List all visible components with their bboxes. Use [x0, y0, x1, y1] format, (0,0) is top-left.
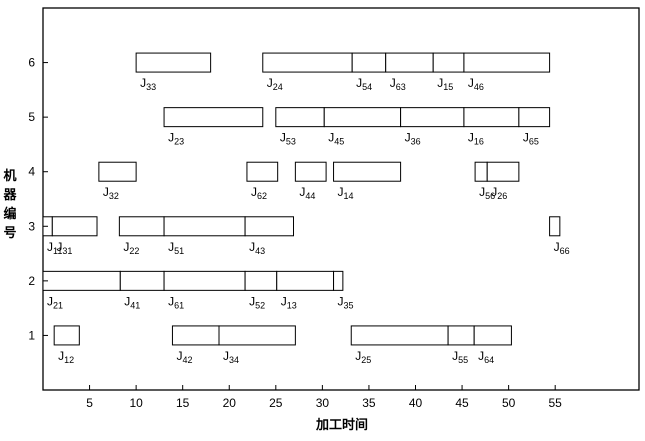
op-label-j64: J64 [478, 349, 494, 365]
op-bar-m3-j43 [244, 216, 295, 237]
op-bar-m4-j56 [474, 161, 488, 182]
op-bar-m6-j24 [262, 52, 353, 73]
op-bar-m6-j63 [385, 52, 434, 73]
op-label-j51: J51 [168, 240, 184, 256]
op-label-j53: J53 [280, 131, 296, 147]
op-label-j36: J36 [405, 131, 421, 147]
op-bar-m4-j14 [333, 161, 402, 182]
op-bar-m6-j15 [432, 52, 465, 73]
op-bar-m3-j22 [118, 216, 165, 237]
y-tick-label: 4 [28, 165, 35, 179]
op-bar-m5-j45 [323, 107, 402, 128]
op-label-j35: J35 [338, 294, 354, 310]
y-tick-label: 6 [28, 56, 35, 70]
op-label-j31: J31 [56, 240, 72, 256]
op-label-j32: J32 [103, 185, 119, 201]
op-label-j43: J43 [249, 240, 265, 256]
y-tick-label: 1 [28, 328, 35, 342]
op-bar-m1-j42 [171, 325, 220, 346]
op-bar-m2-j41 [119, 270, 165, 291]
x-tick-label: 40 [409, 396, 423, 410]
x-tick-label: 25 [269, 396, 283, 410]
op-label-j44: J44 [299, 185, 315, 201]
op-label-j23: J23 [168, 131, 184, 147]
y-tick-label: 2 [28, 274, 35, 288]
op-bar-m4-j62 [246, 161, 279, 182]
x-axis-title: 加工时间 [315, 417, 368, 432]
plot-frame [42, 7, 640, 391]
op-bar-m2-j35 [333, 270, 344, 291]
x-tick-label: 35 [362, 396, 376, 410]
op-label-j41: J41 [124, 294, 140, 310]
op-bar-m6-j33 [135, 52, 212, 73]
op-label-j65: J65 [523, 131, 539, 147]
op-bar-m3-j66 [549, 216, 561, 237]
op-label-j42: J42 [176, 349, 192, 365]
op-label-j46: J46 [468, 76, 484, 92]
op-label-j63: J63 [390, 76, 406, 92]
op-bar-m5-j65 [518, 107, 551, 128]
op-bar-m3-j31 [51, 216, 98, 237]
op-bar-m5-j53 [275, 107, 325, 128]
op-label-j45: J45 [328, 131, 344, 147]
op-label-j12: J12 [58, 349, 74, 365]
op-bar-m4-j32 [98, 161, 137, 182]
y-tick-label: 5 [28, 110, 35, 124]
op-label-j34: J34 [223, 349, 239, 365]
op-bar-m5-j16 [463, 107, 520, 128]
op-bar-m4-j44 [294, 161, 327, 182]
x-tick-label: 10 [129, 396, 143, 410]
op-bar-m2-j13 [276, 270, 335, 291]
op-bar-m5-j36 [400, 107, 465, 128]
op-bar-m1-j12 [53, 325, 80, 346]
op-bar-m2-j52 [244, 270, 278, 291]
op-label-j62: J62 [251, 185, 267, 201]
x-tick-label: 30 [316, 396, 330, 410]
x-tick-label: 5 [86, 396, 93, 410]
op-label-j24: J24 [267, 76, 283, 92]
x-tick-label: 50 [502, 396, 516, 410]
op-label-j54: J54 [356, 76, 372, 92]
x-tick-label: 55 [549, 396, 563, 410]
op-label-j21: J21 [47, 294, 63, 310]
op-bar-m2-j61 [163, 270, 246, 291]
x-axis-ticks: 5 10 15 20 25 30 35 40 45 50 55 [86, 385, 562, 410]
op-label-j25: J25 [355, 349, 371, 365]
op-bar-m6-j46 [463, 52, 551, 73]
op-bar-m4-j26 [486, 161, 520, 182]
op-label-j16: J16 [468, 131, 484, 147]
y-axis-title: 机器编号 [2, 168, 17, 240]
op-label-j55: J55 [452, 349, 468, 365]
op-bar-m5-j23 [163, 107, 264, 128]
op-bar-m1-j34 [218, 325, 296, 346]
op-bar-m1-j55 [447, 325, 475, 346]
op-label-j66: J66 [554, 240, 570, 256]
op-label-j22: J22 [123, 240, 139, 256]
bars-layer [42, 52, 561, 346]
op-label-j61: J61 [168, 294, 184, 310]
op-label-j52: J52 [249, 294, 265, 310]
op-label-j13: J13 [281, 294, 297, 310]
x-tick-label: 20 [223, 396, 237, 410]
op-bar-m6-j54 [351, 52, 387, 73]
op-label-j33: J33 [140, 76, 156, 92]
y-axis-ticks: 1 2 3 4 5 6 [28, 56, 48, 342]
x-tick-label: 45 [455, 396, 469, 410]
op-bar-m3-j51 [163, 216, 246, 237]
op-label-j14: J14 [338, 185, 354, 201]
op-label-j15: J15 [437, 76, 453, 92]
op-label-j26: J26 [491, 185, 507, 201]
op-bar-m1-j25 [350, 325, 449, 346]
x-tick-label: 15 [176, 396, 190, 410]
op-bar-m1-j64 [473, 325, 512, 346]
op-bar-m2-j21 [42, 270, 121, 291]
y-tick-label: 3 [28, 219, 35, 233]
